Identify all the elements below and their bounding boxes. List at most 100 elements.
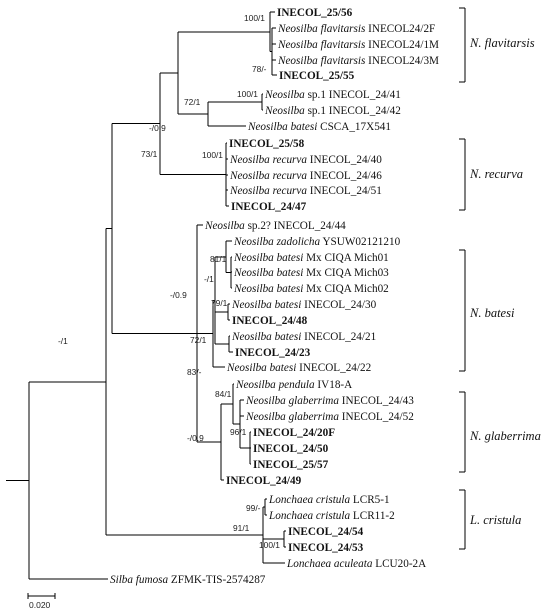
tip-label: Neosilba recurva INECOL_24/46 bbox=[229, 170, 382, 182]
tip-label: Neosilba recurva INECOL_24/51 bbox=[229, 185, 382, 197]
tip-label-voucher: INECOL24/2F bbox=[365, 23, 435, 35]
tip-label-voucher: IV18-A bbox=[315, 379, 353, 391]
tip-label: Neosilba sp.2? INECOL_24/44 bbox=[204, 220, 346, 232]
support-value: -/1 bbox=[58, 336, 68, 346]
support-value: 100/1 bbox=[244, 13, 265, 23]
support-value: 91/1 bbox=[233, 523, 250, 533]
tip-label-voucher: INECOL_24/51 bbox=[307, 185, 382, 197]
support-value: 99/- bbox=[246, 503, 261, 513]
tip-label-taxon: Neosilba glaberrima bbox=[245, 395, 339, 407]
tip-label-voucher: INECOL_25/57 bbox=[253, 459, 329, 471]
tip-label-voucher: sp.1 INECOL_24/42 bbox=[305, 105, 401, 117]
support-value: 72/1 bbox=[184, 97, 201, 107]
clade-label: N. glaberrima bbox=[469, 429, 541, 443]
tip-label-taxon: Neosilba glaberrima bbox=[245, 411, 339, 423]
support-value: -/0.9 bbox=[170, 290, 187, 300]
support-value: 73/1 bbox=[141, 149, 158, 159]
tip-label-voucher: INECOL_24/54 bbox=[288, 526, 364, 538]
support-value: 78/- bbox=[252, 64, 267, 74]
tip-label-voucher: LCU20-2A bbox=[372, 558, 426, 570]
tip-label: INECOL_25/57 bbox=[253, 459, 329, 471]
tip-label: Neosilba batesi CSCA_17X541 bbox=[247, 121, 391, 133]
tip-label: INECOL_24/54 bbox=[288, 526, 364, 538]
tip-label-taxon: Neosilba batesi bbox=[233, 283, 303, 295]
tip-label-taxon: Lonchaea aculeata bbox=[286, 558, 373, 570]
tip-label-taxon: Neosilba flavitarsis bbox=[277, 23, 366, 35]
tip-label: Neosilba flavitarsis INECOL24/2F bbox=[277, 23, 435, 35]
tip-label-voucher: INECOL_24/43 bbox=[339, 395, 414, 407]
support-value: 83/- bbox=[187, 367, 202, 377]
clade-label: L. cristula bbox=[469, 513, 521, 527]
tip-label-voucher: CSCA_17X541 bbox=[317, 121, 391, 133]
tip-label: Neosilba batesi INECOL_24/22 bbox=[226, 362, 371, 374]
support-value: -/0.9 bbox=[187, 433, 204, 443]
tip-label: Neosilba sp.1 INECOL_24/42 bbox=[264, 105, 401, 117]
tip-label-voucher: LCR5-1 bbox=[350, 494, 389, 506]
tip-label-voucher: INECOL_25/58 bbox=[229, 138, 305, 150]
tip-label-taxon: Neosilba batesi bbox=[233, 252, 303, 264]
support-value: 100/1 bbox=[237, 89, 258, 99]
tip-label-voucher: Mx CIQA Mich03 bbox=[303, 267, 389, 279]
tip-label-voucher: INECOL_24/48 bbox=[232, 315, 308, 327]
clade-label: N. recurva bbox=[469, 167, 523, 181]
tip-label-voucher: INECOL24/1M bbox=[365, 39, 439, 51]
tip-label-taxon: Neosilba batesi bbox=[231, 331, 301, 343]
tip-label-voucher: ZFMK-TIS-2574287 bbox=[168, 574, 266, 586]
support-value: -/0.9 bbox=[149, 123, 166, 133]
tip-label: INECOL_24/50 bbox=[253, 443, 329, 455]
tip-label-voucher: INECOL_25/56 bbox=[277, 7, 353, 19]
tip-label: Neosilba batesi Mx CIQA Mich02 bbox=[233, 283, 389, 295]
tip-label-voucher: INECOL_25/55 bbox=[279, 70, 355, 82]
tip-label-taxon: Silba fumosa bbox=[110, 574, 169, 586]
tip-label-taxon: Neosilba batesi bbox=[247, 121, 317, 133]
tip-label-voucher: Mx CIQA Mich01 bbox=[303, 252, 388, 264]
tip-label: Neosilba batesi Mx CIQA Mich01 bbox=[233, 252, 389, 264]
support-value: -/1 bbox=[204, 274, 214, 284]
support-values: 100/1 78/- 100/1 72/1 -/0.9 100/1 73/1 -/1 81/1 -… bbox=[58, 13, 280, 550]
tip-label: Neosilba batesi INECOL_24/21 bbox=[231, 331, 376, 343]
tip-label-taxon: Lonchaea cristula bbox=[268, 510, 351, 522]
tip-label-taxon: Neosilba batesi bbox=[226, 362, 296, 374]
support-value: 79/1 bbox=[211, 298, 228, 308]
tip-label-taxon: Lonchaea cristula bbox=[268, 494, 351, 506]
tree-branches bbox=[6, 11, 286, 580]
tip-label-taxon: Neosilba batesi bbox=[231, 299, 301, 311]
tip-label-taxon: Neosilba flavitarsis bbox=[277, 39, 366, 51]
tip-label: Lonchaea cristula LCR11-2 bbox=[268, 510, 395, 522]
support-value: 81/1 bbox=[210, 254, 227, 264]
support-value: 72/1 bbox=[190, 335, 207, 345]
tip-label: Silba fumosa ZFMK-TIS-2574287 bbox=[110, 574, 266, 586]
clade-label: N. flavitarsis bbox=[469, 36, 535, 50]
tip-label-voucher: sp.2? INECOL_24/44 bbox=[245, 220, 346, 232]
tip-label: Neosilba recurva INECOL_24/40 bbox=[229, 154, 382, 166]
tip-label: Neosilba glaberrima INECOL_24/43 bbox=[245, 395, 414, 407]
tip-label-voucher: INECOL_24/46 bbox=[307, 170, 382, 182]
tip-label-taxon: Neosilba bbox=[204, 220, 245, 232]
tip-label-taxon: Neosilba bbox=[264, 89, 305, 101]
tip-label-voucher: INECOL_24/22 bbox=[296, 362, 371, 374]
tip-label-voucher: INECOL_24/50 bbox=[253, 443, 329, 455]
tip-label-voucher: YSUW02121210 bbox=[320, 236, 400, 248]
tip-label: INECOL_25/55 bbox=[279, 70, 355, 82]
tip-label-voucher: sp.1 INECOL_24/41 bbox=[305, 89, 401, 101]
clade-label: N. batesi bbox=[469, 306, 515, 320]
tip-label: Neosilba batesi Mx CIQA Mich03 bbox=[233, 267, 389, 279]
tip-label-voucher: Mx CIQA Mich02 bbox=[303, 283, 388, 295]
tip-label: INECOL_24/53 bbox=[288, 542, 364, 554]
tip-label-taxon: Neosilba recurva bbox=[229, 185, 307, 197]
tip-label-taxon: Neosilba recurva bbox=[229, 154, 307, 166]
tip-label: INECOL_25/58 bbox=[229, 138, 305, 150]
support-value: 100/1 bbox=[202, 150, 223, 160]
tip-label-voucher: INECOL_24/23 bbox=[235, 347, 311, 359]
support-value: 96/1 bbox=[230, 427, 247, 437]
scale-bar-label: 0.020 bbox=[29, 600, 51, 610]
tip-label: Neosilba flavitarsis INECOL24/1M bbox=[277, 39, 439, 51]
clade-brackets: N. flavitarsis N. recurva N. batesi N. glab… bbox=[459, 7, 541, 550]
tip-label: INECOL_24/20F bbox=[253, 427, 335, 439]
tip-label-voucher: INECOL_24/30 bbox=[301, 299, 376, 311]
tip-label-voucher: INECOL24/3M bbox=[365, 55, 439, 67]
scale-bar: 0.020 bbox=[27, 593, 56, 610]
tip-label: INECOL_24/47 bbox=[231, 201, 307, 213]
